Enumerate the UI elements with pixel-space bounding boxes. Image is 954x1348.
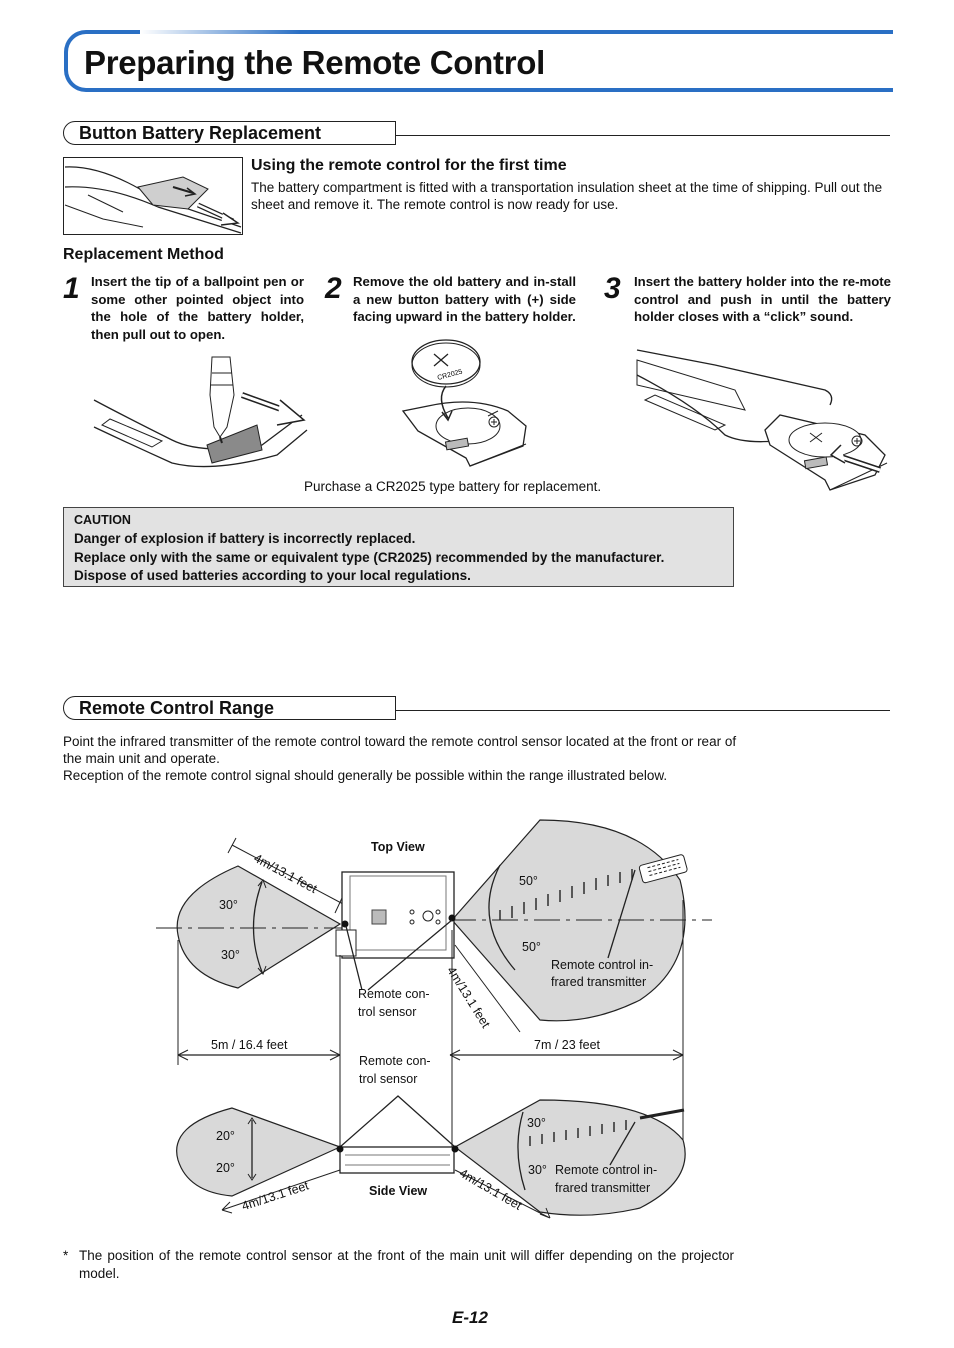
top-view-label: Top View: [371, 840, 425, 854]
remote-control-top: [638, 854, 688, 884]
transmitter-label-line: Remote control in-: [555, 1163, 658, 1177]
title-frame: [64, 30, 893, 92]
sensor-label-line: trol sensor: [358, 1005, 417, 1019]
distance-label: 4m/13.1 feet: [444, 964, 493, 1031]
transmitter-label-line: Remote control in-: [551, 958, 654, 972]
angle-label: 20°: [216, 1129, 235, 1143]
caution-line: Danger of explosion if battery is incorr…: [74, 530, 416, 546]
sensor-label-line: Remote con-: [358, 987, 430, 1001]
angle-label: 30°: [221, 948, 240, 962]
projector-side-view: [339, 1146, 455, 1174]
caution-line: Replace only with the same or equivalent…: [74, 549, 665, 565]
step-2-number: 2: [325, 272, 342, 305]
section-header-battery: Button Battery Replacement: [63, 121, 396, 145]
caution-line: Dispose of used batteries according to y…: [74, 568, 471, 584]
section-title-range: Remote Control Range: [79, 698, 275, 718]
step-1-illustration: [93, 356, 308, 468]
step-1-number: 1: [63, 272, 80, 305]
sensor-label-line: trol sensor: [359, 1072, 418, 1086]
section-title-battery: Button Battery Replacement: [79, 123, 322, 143]
sensor-label-side: Remote con- trol sensor: [359, 1052, 431, 1088]
step-1-text: Insert the tip of a ballpoint pen or som…: [91, 274, 304, 342]
caution-box: CAUTION Danger of explosion if battery i…: [63, 507, 734, 587]
footnote-text: The position of the remote control senso…: [79, 1248, 734, 1281]
page-title: Preparing the Remote Control: [84, 44, 545, 81]
transmitter-label-top: Remote control in- frared transmitter: [551, 957, 653, 991]
range-7m-label: 7m / 23 feet: [534, 1038, 601, 1052]
distance-label: 4m/13.1 feet: [240, 1178, 311, 1214]
side-view-label: Side View: [369, 1184, 428, 1198]
transmitter-label-line: frared transmitter: [551, 975, 647, 989]
section-rule: [396, 710, 890, 711]
insulation-sheet-illustration: [63, 157, 243, 235]
step-3-text: Insert the battery holder into the re-mo…: [634, 274, 891, 325]
angle-label: 50°: [522, 940, 541, 954]
range-5m-label: 5m / 16.4 feet: [211, 1038, 288, 1052]
step-3-number: 3: [604, 272, 621, 305]
footnote: * The position of the remote control sen…: [63, 1247, 734, 1282]
step-2-text: Remove the old battery and in-stall a ne…: [353, 274, 576, 325]
replacement-method-heading: Replacement Method: [63, 246, 224, 263]
step-2-illustration: CR2025: [401, 339, 527, 467]
step-3-illustration: [636, 349, 888, 491]
first-time-heading: Using the remote control for the first t…: [251, 157, 567, 174]
side-right-range-lobe: [453, 1099, 686, 1216]
caution-title: CAUTION: [74, 513, 131, 527]
footnote-mark: *: [63, 1248, 69, 1263]
angle-label: 30°: [528, 1163, 547, 1177]
title-frame-fade: [140, 26, 300, 34]
projector-top-view: [341, 871, 455, 959]
page-number: E-12: [452, 1308, 488, 1327]
transmitter-label-line: frared transmitter: [555, 1181, 651, 1195]
front-sensor-dot: [341, 920, 349, 928]
top-axis-line: [156, 919, 712, 929]
section-header-range: Remote Control Range: [63, 696, 396, 720]
angle-label: 30°: [527, 1116, 546, 1130]
first-time-text: The battery compartment is fitted with a…: [251, 180, 883, 212]
range-paragraph-2: Reception of the remote control signal s…: [63, 768, 668, 783]
distance-label: 4m/13.1 feet: [457, 1166, 525, 1213]
range-paragraph-1: Point the infrared transmitter of the re…: [63, 734, 737, 766]
distance-label: 4m/13.1 feet: [251, 851, 320, 896]
angle-label: 30°: [219, 898, 238, 912]
sensor-label-line: Remote con-: [359, 1054, 431, 1068]
side-left-range-lobe: [176, 1107, 342, 1197]
transmitter-label-side: Remote control in- frared transmitter: [555, 1161, 657, 1197]
angle-label: 50°: [519, 874, 538, 888]
sensor-label-top: Remote con- trol sensor: [358, 985, 430, 1021]
purchase-note: Purchase a CR2025 type battery for repla…: [304, 479, 602, 494]
angle-label: 20°: [216, 1161, 235, 1175]
rear-sensor-dot: [448, 914, 456, 922]
section-rule: [396, 135, 890, 136]
